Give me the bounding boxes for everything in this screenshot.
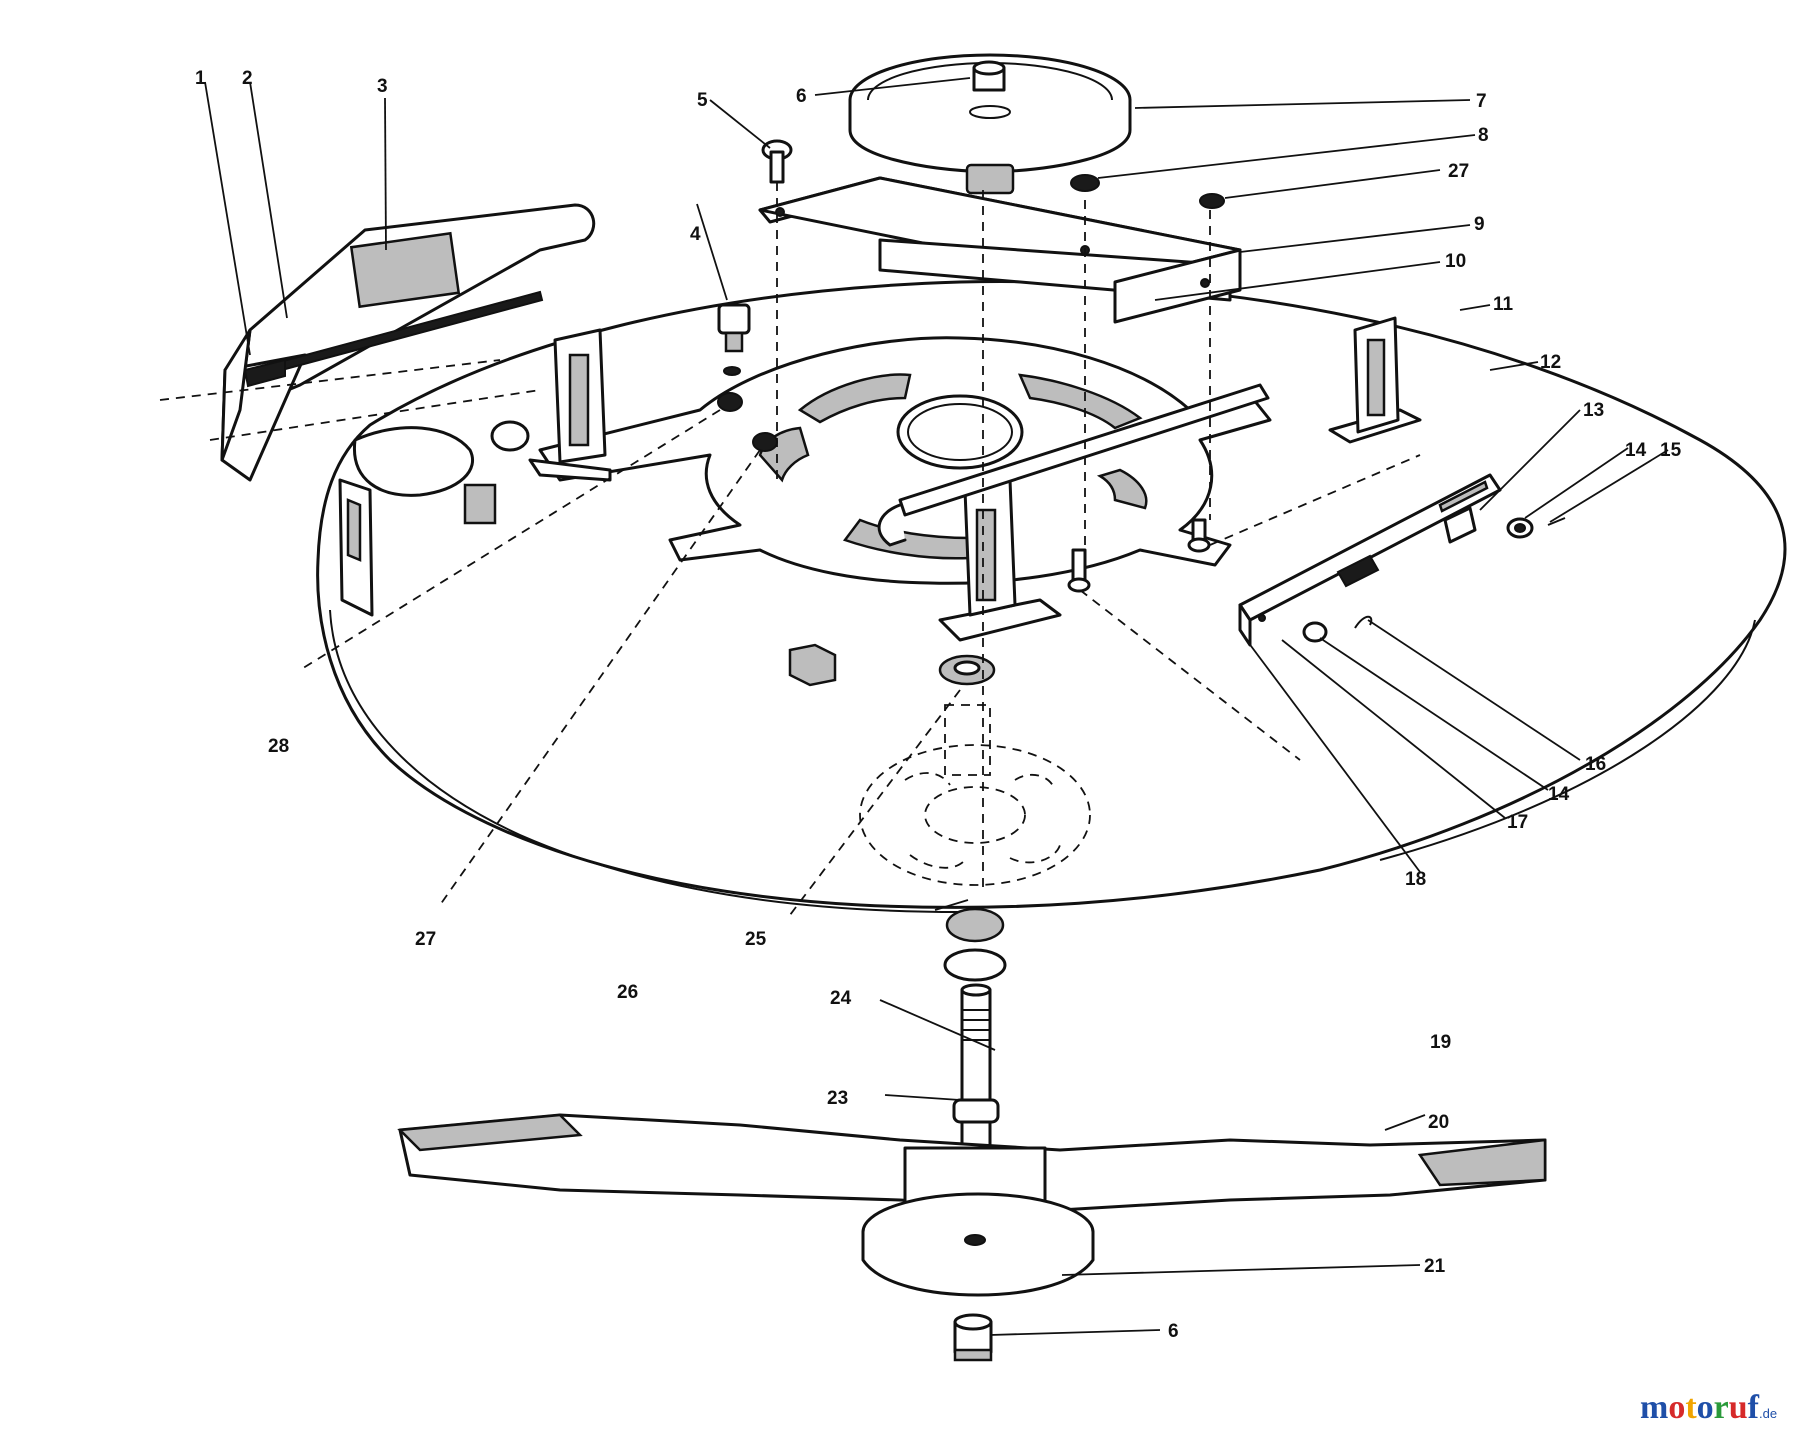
callout-27-bottom: 27 xyxy=(415,929,436,950)
callout-2: 2 xyxy=(242,68,253,89)
axle-bend xyxy=(877,503,907,547)
pulley-top xyxy=(848,53,1132,195)
axle-rod xyxy=(898,383,1270,517)
callout-21: 21 xyxy=(1424,1256,1446,1277)
callout-14-top: 14 xyxy=(1625,440,1647,461)
pulley-nut-top xyxy=(972,60,1006,92)
callout-23: 23 xyxy=(827,1088,848,1109)
watermark-suffix: .de xyxy=(1759,1406,1777,1421)
grass-deflector xyxy=(220,203,596,482)
watermark-letter: m xyxy=(1640,1389,1668,1426)
callout-11: 11 xyxy=(1493,294,1514,315)
adjustment-bar xyxy=(1238,473,1502,647)
watermark-letter: o xyxy=(1668,1389,1685,1426)
watermark-letter: u xyxy=(1729,1389,1748,1426)
callout-16: 16 xyxy=(1585,754,1606,775)
callout-26: 26 xyxy=(617,982,638,1003)
screw-right xyxy=(1187,518,1211,553)
nut-8 xyxy=(1070,174,1100,192)
callout-28: 28 xyxy=(268,736,289,757)
leader-lines xyxy=(204,77,1669,1336)
motor-mount-plate xyxy=(758,176,1242,324)
callout-12: 12 xyxy=(1540,352,1561,373)
callout-5: 5 xyxy=(697,90,708,111)
callout-25: 25 xyxy=(745,929,767,950)
bracket-left xyxy=(528,328,612,482)
callout-8: 8 xyxy=(1478,125,1489,146)
washer-14-bottom xyxy=(1302,621,1328,643)
cotter-pin-15 xyxy=(1547,517,1566,526)
callout-4: 4 xyxy=(690,224,701,245)
spindle-bearing-24 xyxy=(943,907,1007,982)
callout-20: 20 xyxy=(1428,1112,1449,1133)
callout-19: 19 xyxy=(1430,1032,1451,1053)
bracket-right xyxy=(1328,316,1422,444)
callout-3: 3 xyxy=(377,76,388,97)
callout-17: 17 xyxy=(1507,812,1528,833)
callout-6-top: 6 xyxy=(796,86,807,107)
watermark-letter: o xyxy=(1697,1389,1714,1426)
spring-13 xyxy=(1443,506,1477,544)
alignment-lines xyxy=(159,182,1421,916)
screw-center xyxy=(1067,548,1091,593)
blade-nut-6 xyxy=(953,1313,993,1362)
spindle-housing-hidden xyxy=(859,704,1091,886)
locknut-27 xyxy=(752,432,778,452)
height-knob-4 xyxy=(717,303,751,376)
spacer-block-left xyxy=(463,483,497,525)
callout-1: 1 xyxy=(195,68,206,89)
spacer-block-front xyxy=(788,643,837,687)
callout-10: 10 xyxy=(1445,251,1466,272)
watermark-logo: motoruf.de xyxy=(1640,1389,1777,1426)
carriage-bolt-5 xyxy=(761,139,793,184)
callout-labels: 1 2 3 4 5 6 7 8 27 9 10 11 12 13 14 15 1… xyxy=(195,68,1682,1342)
callout-7: 7 xyxy=(1476,91,1487,112)
callout-14-bottom: 14 xyxy=(1548,784,1570,805)
blade-adapter-21 xyxy=(861,1146,1095,1297)
watermark-letter: r xyxy=(1714,1389,1729,1426)
callout-27-top: 27 xyxy=(1448,161,1469,182)
height-knob-left xyxy=(490,420,530,452)
callout-13: 13 xyxy=(1583,400,1604,421)
callout-24: 24 xyxy=(830,988,852,1009)
watermark-letter: t xyxy=(1685,1389,1697,1426)
callout-6-bottom: 6 xyxy=(1168,1321,1179,1342)
bearing-housing-25 xyxy=(938,654,996,686)
watermark-letter: f xyxy=(1748,1389,1760,1426)
nut-27-top xyxy=(1199,193,1225,209)
callout-9: 9 xyxy=(1474,214,1485,235)
washer-14-hole xyxy=(1514,523,1526,533)
watermark-brand: motoruf xyxy=(1640,1389,1760,1426)
callout-18: 18 xyxy=(1405,869,1426,890)
locknut-28 xyxy=(717,392,743,412)
watermark-text: motoruf.de xyxy=(1640,1389,1777,1426)
callout-15: 15 xyxy=(1660,440,1682,461)
